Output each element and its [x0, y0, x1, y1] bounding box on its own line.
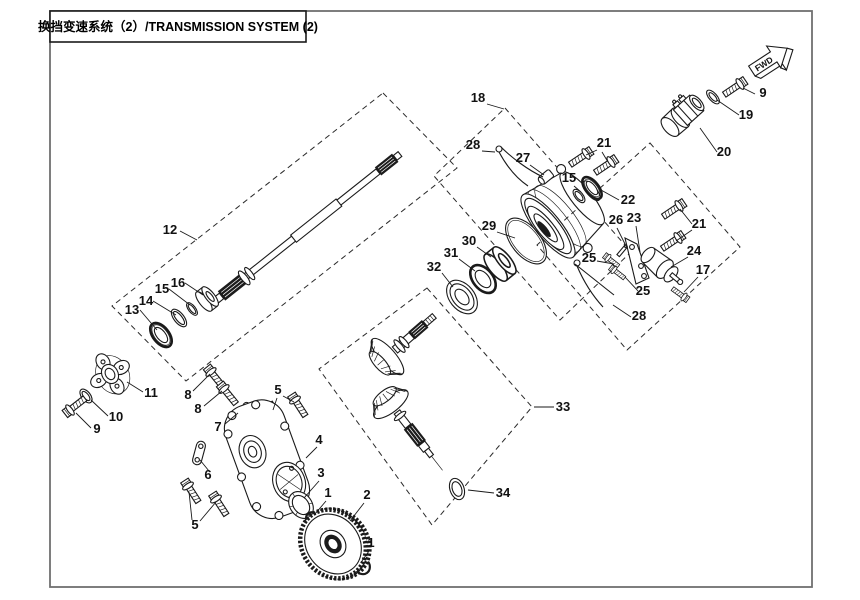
- part-32-oil-seal: [446, 279, 478, 315]
- part-23-bracket: [624, 236, 650, 285]
- callout: 27: [516, 150, 530, 165]
- part-28-pin-a: [495, 145, 544, 187]
- part-3-wave-ring: [288, 491, 314, 519]
- callout: 8: [194, 401, 201, 416]
- part-20-coupling: [660, 94, 705, 137]
- callout: 9: [93, 421, 100, 436]
- part-14-washer: [170, 308, 188, 328]
- callout: 25: [636, 283, 650, 298]
- part-19-washer: [706, 89, 720, 105]
- part-12-drive-shaft: [212, 150, 403, 305]
- part-16-bearing: [192, 283, 222, 315]
- callout: 25: [582, 250, 596, 265]
- part-34-ring: [448, 477, 466, 501]
- callout: 1: [367, 535, 374, 550]
- part-9-bolt-b: [720, 74, 750, 101]
- callout: 9: [759, 85, 766, 100]
- callout: 19: [739, 107, 753, 122]
- callout: 7: [214, 419, 221, 434]
- callout: 3: [317, 465, 324, 480]
- callout: 34: [496, 485, 511, 500]
- part-29-o-ring: [505, 217, 547, 265]
- group-box-shaft-12: [111, 92, 458, 382]
- part-9-flange-bolt: [60, 392, 90, 420]
- dashed-group-boxes: [111, 92, 741, 526]
- callout: 32: [427, 259, 441, 274]
- callout: 5: [191, 517, 198, 532]
- callouts: 12 13 14 15 16 11 10 9 8 8 7 6 5 5 4 3 1…: [93, 85, 766, 550]
- part-33-bevel-pinions: [368, 312, 443, 471]
- callout: 23: [627, 210, 641, 225]
- group-box-bevel-33: [318, 287, 533, 526]
- callout: 2: [363, 487, 370, 502]
- callout: 14: [139, 293, 154, 308]
- part-22-seal: [581, 175, 603, 201]
- callout: 18: [471, 90, 485, 105]
- drawing-border: [49, 10, 813, 588]
- callout: 28: [466, 137, 480, 152]
- callout: 20: [717, 144, 731, 159]
- group-box-linkage: [536, 142, 741, 351]
- callout: 22: [621, 192, 635, 207]
- part-25-screws: [601, 251, 628, 282]
- part-24-actuator: [640, 246, 684, 286]
- callout: 31: [444, 245, 458, 260]
- part-6-guide-plate: [190, 439, 208, 467]
- callout: 4: [315, 432, 323, 447]
- callout: 13: [125, 302, 139, 317]
- callout: 6: [204, 467, 211, 482]
- callout: 21: [692, 216, 706, 231]
- part-11-yoke-flange: [90, 353, 131, 395]
- callout: 21: [597, 135, 611, 150]
- leader-lines: [75, 87, 756, 562]
- callout: 26: [609, 212, 623, 227]
- page-title: 换挡变速系统（2）/TRANSMISSION SYSTEM (2): [38, 19, 318, 34]
- callout: 1: [324, 485, 331, 500]
- callout: 33: [556, 399, 570, 414]
- callout: 11: [144, 385, 158, 400]
- callout: 12: [163, 222, 177, 237]
- part-27-boss: [537, 169, 555, 185]
- part-31-circlip: [468, 263, 498, 295]
- callout: 17: [696, 262, 710, 277]
- callout: 28: [632, 308, 646, 323]
- title-block: 换挡变速系统（2）/TRANSMISSION SYSTEM (2): [38, 10, 318, 43]
- callout: 15: [562, 170, 576, 185]
- part-13-oil-seal: [148, 321, 174, 349]
- callout: 29: [482, 218, 496, 233]
- callout: 5: [274, 382, 281, 397]
- part-8-bolts: [201, 362, 242, 409]
- callout: 8: [184, 387, 191, 402]
- part-28-pin-b: [573, 259, 615, 308]
- part-15-ring-b: [572, 188, 586, 204]
- part-15-ring: [186, 302, 198, 316]
- part-2-ring-gear: [297, 507, 372, 581]
- fwd-direction-icon: FWD: [747, 45, 794, 80]
- callout: 24: [687, 243, 702, 258]
- callout: 15: [155, 281, 169, 296]
- callout: 10: [109, 409, 123, 424]
- callout: 16: [171, 275, 185, 290]
- callout: 30: [462, 233, 476, 248]
